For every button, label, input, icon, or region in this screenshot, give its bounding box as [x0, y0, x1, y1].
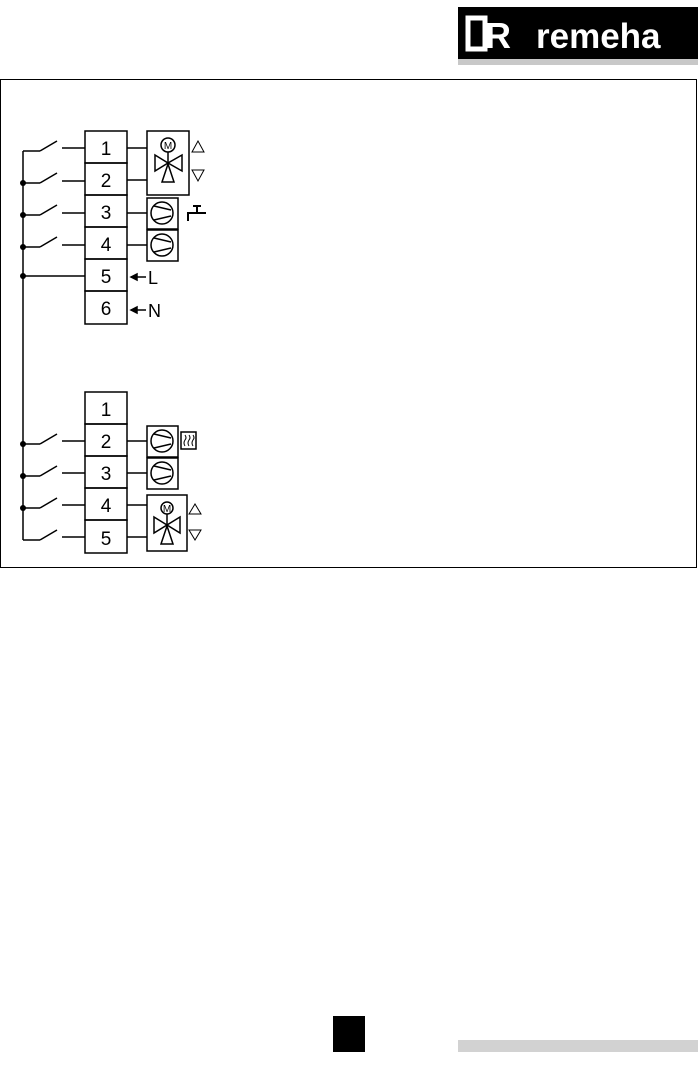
close-arrow-icon: [192, 170, 204, 181]
terminal-block-upper: 1 2 3 4 5 6: [85, 131, 127, 324]
underfloor-heating-icon: [181, 432, 196, 449]
terminal-upper-2: 2: [101, 171, 112, 192]
motor-label-upper: M: [164, 141, 172, 152]
live-arrow-icon: [131, 274, 146, 280]
terminal-lower-5: 5: [101, 529, 112, 550]
open-arrow-icon: [192, 141, 204, 152]
close-arrow-icon: [189, 530, 201, 540]
neutral-arrow-icon: [131, 307, 146, 313]
terminal-lower-2: 2: [101, 432, 112, 453]
switch-lower-5: [23, 530, 85, 540]
footer-bar: [458, 1040, 698, 1052]
dhw-pump-icon: [127, 198, 178, 229]
junction-dot: [20, 505, 26, 511]
terminal-upper-4: 4: [101, 235, 112, 256]
switch-upper-4: [23, 237, 85, 247]
junction-dot: [20, 180, 26, 186]
terminal-upper-6: 6: [101, 299, 112, 320]
switch-lower-4: [23, 498, 85, 508]
hot-water-tap-icon: [188, 206, 206, 221]
terminal-block-lower: 1 2 3 4 5: [85, 392, 127, 553]
mixing-valve-upper-icon: [127, 131, 189, 195]
junction-dot: [20, 473, 26, 479]
switch-upper-3: [23, 205, 85, 215]
neutral-label: N: [148, 301, 161, 321]
terminal-upper-1: 1: [101, 139, 112, 160]
logo-mark-letter: R: [485, 15, 511, 56]
terminal-lower-3: 3: [101, 464, 112, 485]
page-marker: [333, 1016, 365, 1052]
logo-mark-bracket: [468, 18, 485, 49]
live-label: L: [148, 268, 158, 288]
junction-dot: [20, 441, 26, 447]
mixing-valve-lower-icon: [127, 495, 187, 551]
pump-lower-icon: [127, 458, 178, 489]
logo-wordmark: remeha: [536, 17, 661, 56]
junction-dot: [20, 273, 26, 279]
terminal-upper-5: 5: [101, 267, 112, 288]
pump-upper-icon: [127, 230, 178, 261]
heating-pump-icon: [127, 426, 178, 457]
switch-upper-2: [23, 173, 85, 183]
junction-dot: [20, 244, 26, 250]
switch-upper-1: [23, 141, 85, 151]
open-arrow-icon: [189, 504, 201, 514]
terminal-upper-3: 3: [101, 203, 112, 224]
remeha-logo: R remeha: [458, 7, 698, 65]
wiring-diagram: 1 2 3 4 5 6 1 2 3 4 5 M: [0, 79, 697, 568]
terminal-lower-4: 4: [101, 496, 112, 517]
terminal-lower-1: 1: [101, 400, 112, 421]
motor-label-lower: M: [163, 504, 171, 515]
junction-dot: [20, 212, 26, 218]
switch-lower-3: [23, 466, 85, 476]
switch-lower-2: [23, 434, 85, 444]
